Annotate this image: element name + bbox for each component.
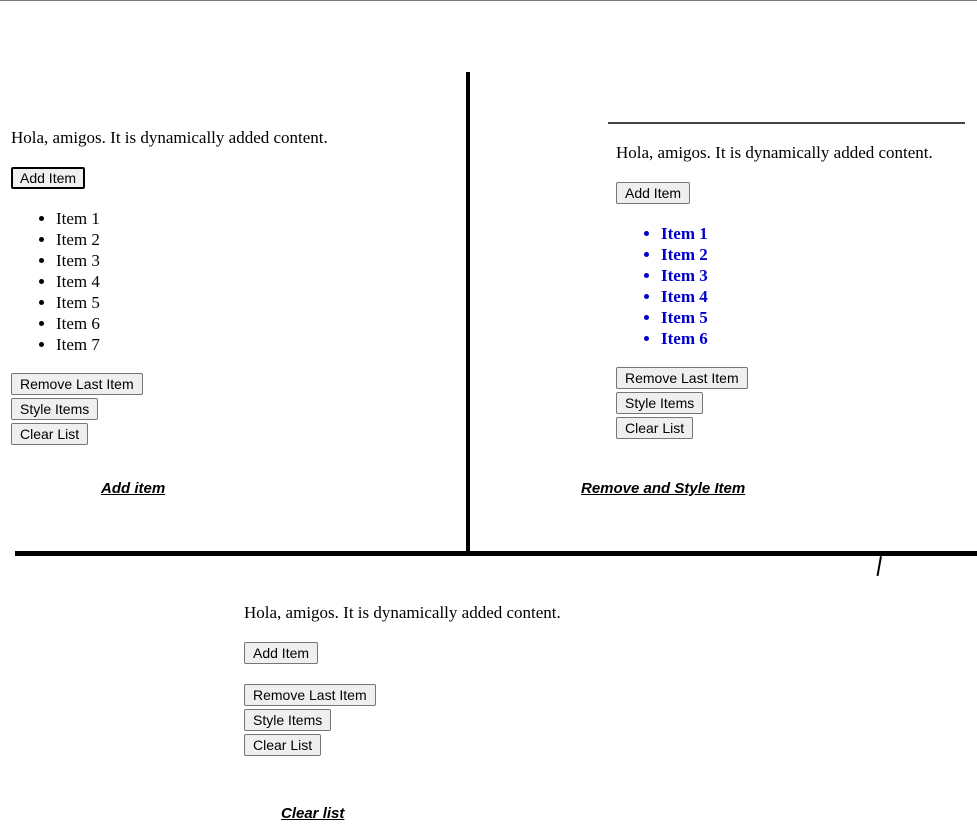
- caption-remove-style: Remove and Style Item: [581, 480, 746, 497]
- list-item: Item 2: [661, 244, 933, 265]
- remove-last-item-button[interactable]: Remove Last Item: [244, 684, 376, 706]
- clear-list-button[interactable]: Clear List: [616, 417, 694, 439]
- horizontal-divider: [15, 551, 977, 556]
- list-item: Item 3: [56, 250, 328, 271]
- caption-add-item: Add item: [101, 480, 166, 497]
- item-list: Item 1 Item 2 Item 3 Item 4 Item 5 Item …: [616, 223, 933, 349]
- item-list: Item 1 Item 2 Item 3 Item 4 Item 5 Item …: [11, 208, 328, 355]
- list-item: Item 1: [56, 208, 328, 229]
- list-item: Item 2: [56, 229, 328, 250]
- clear-list-button[interactable]: Clear List: [11, 423, 89, 445]
- vertical-divider: [466, 72, 470, 554]
- intro-text: Hola, amigos. It is dynamically added co…: [244, 603, 561, 622]
- pen-stroke-mark: [876, 556, 882, 577]
- style-items-button[interactable]: Style Items: [616, 392, 704, 414]
- intro-text: Hola, amigos. It is dynamically added co…: [616, 143, 933, 162]
- top-border: [0, 0, 977, 1]
- list-item: Item 5: [661, 307, 933, 328]
- list-item: Item 3: [661, 265, 933, 286]
- list-item: Item 4: [56, 271, 328, 292]
- list-item: Item 6: [56, 313, 328, 334]
- horizontal-rule: [608, 122, 965, 124]
- list-item: Item 4: [661, 286, 933, 307]
- add-item-button[interactable]: Add Item: [616, 182, 691, 204]
- add-item-button[interactable]: Add Item: [11, 167, 86, 189]
- add-item-button[interactable]: Add Item: [244, 642, 319, 664]
- style-items-button[interactable]: Style Items: [244, 709, 332, 731]
- caption-clear-list: Clear list: [281, 805, 345, 822]
- list-item: Item 1: [661, 223, 933, 244]
- list-item: Item 7: [56, 334, 328, 355]
- list-item: Item 6: [661, 328, 933, 349]
- intro-text: Hola, amigos. It is dynamically added co…: [11, 128, 328, 147]
- clear-list-button[interactable]: Clear List: [244, 734, 322, 756]
- panel-remove-style: Hola, amigos. It is dynamically added co…: [616, 143, 933, 442]
- panel-add-item: Hola, amigos. It is dynamically added co…: [11, 128, 328, 448]
- panel-clear-list: Hola, amigos. It is dynamically added co…: [244, 603, 561, 759]
- list-item: Item 5: [56, 292, 328, 313]
- style-items-button[interactable]: Style Items: [11, 398, 99, 420]
- remove-last-item-button[interactable]: Remove Last Item: [11, 373, 143, 395]
- remove-last-item-button[interactable]: Remove Last Item: [616, 367, 748, 389]
